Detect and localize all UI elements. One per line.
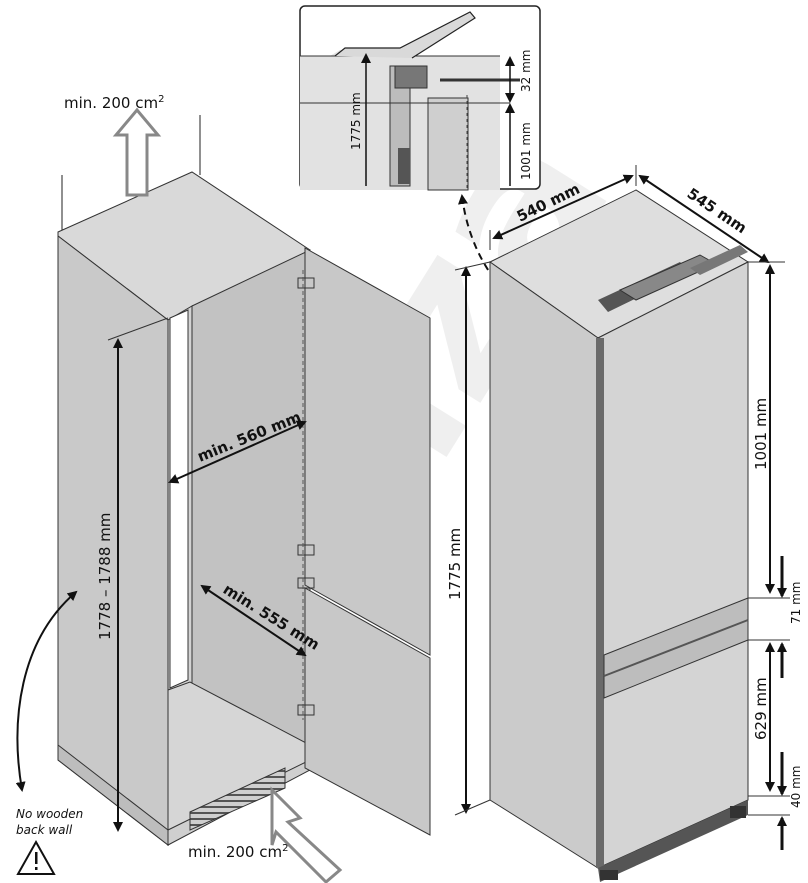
fridge-depth-dimension [638, 174, 770, 264]
curved-double-arrow-icon [15, 590, 78, 792]
fridge-appliance [489, 189, 750, 882]
detail-upper-label: 1001 mm [519, 122, 533, 180]
fridge-lower-door-label: 629 mm [752, 677, 770, 740]
warning-triangle-icon [16, 839, 56, 875]
fridge-gap-middle-label: 71 mm [789, 582, 803, 624]
vent-bottom-label: min. 200 cm2 [188, 843, 288, 861]
no-wooden-line1: No wooden [16, 807, 83, 821]
arrow-diagonal-outline-icon [270, 786, 343, 883]
detail-inset: 1775 mm 32 mm 1001 mm [299, 5, 541, 191]
vent-top-label: min. 200 cm2 [64, 94, 164, 112]
bottom-vent-grille [189, 767, 286, 831]
fridge-gap-bottom-label: 40 mm [789, 766, 803, 808]
fridge-height-label: 1775 mm [446, 528, 464, 600]
lower-cabinet-door [304, 587, 431, 836]
fridge-width-dimension [492, 174, 634, 240]
niche-depth-dimension [168, 420, 307, 484]
detail-gap-label: 32 mm [519, 50, 533, 92]
upper-cabinet-door [304, 247, 431, 656]
niche-height-label: 1778 – 1788 mm [96, 513, 114, 640]
niche-width-dimension [200, 584, 307, 657]
no-wooden-line2: back wall [16, 823, 73, 837]
fridge-upper-door-label: 1001 mm [752, 398, 770, 470]
arrow-up-outline-icon [112, 107, 162, 197]
detail-total-height-label: 1775 mm [349, 92, 363, 150]
